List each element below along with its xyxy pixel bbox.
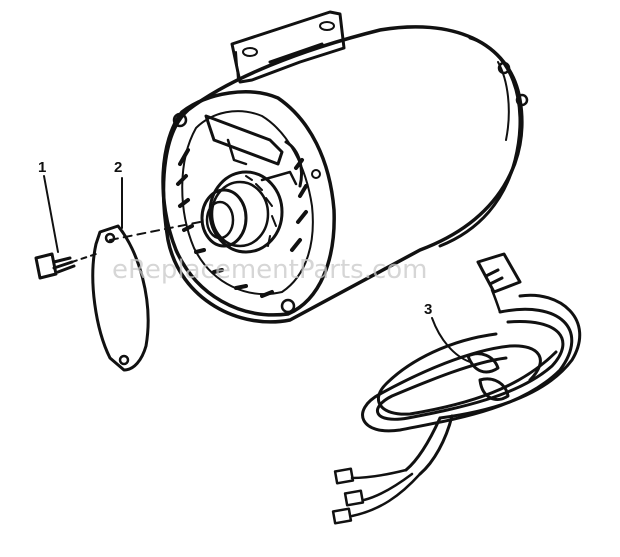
internal-switch xyxy=(204,114,298,186)
assembly-line xyxy=(109,221,201,241)
callout-2: 2 xyxy=(114,159,122,176)
rear-stud-top xyxy=(497,61,511,75)
terminal-1 xyxy=(333,467,355,485)
watermark-text: eReplacementParts.com xyxy=(112,255,428,285)
cord-plug xyxy=(476,252,522,314)
bracket-slot-left xyxy=(242,47,258,57)
cord-coil xyxy=(361,293,582,476)
through-bolt-bottom-right xyxy=(280,298,296,314)
front-end-bell xyxy=(161,90,336,317)
ventilation-slots xyxy=(176,140,308,298)
part-3-power-cord xyxy=(331,252,582,525)
rear-end-cap xyxy=(438,36,522,248)
motor-shaft xyxy=(200,170,284,254)
callout-3: 3 xyxy=(424,301,432,318)
through-bolt-right xyxy=(311,169,321,179)
mounting-bracket xyxy=(230,10,346,84)
bracket-slot-right xyxy=(319,21,335,31)
cord-tie-lower xyxy=(478,377,510,401)
terminal-2 xyxy=(343,489,365,507)
part-2-cover-plate xyxy=(91,221,201,372)
terminal-3 xyxy=(331,507,353,525)
cover-plate-hole-bottom xyxy=(118,354,130,366)
cord-tie-upper xyxy=(466,352,500,374)
cover-plate-hole-top xyxy=(104,232,116,244)
through-bolt-top-left xyxy=(172,112,188,128)
cord-lead-wires xyxy=(331,467,422,525)
callout-1: 1 xyxy=(38,159,46,176)
part-1-screw xyxy=(34,252,97,280)
rear-stud-bottom xyxy=(515,93,529,107)
callout-leaders xyxy=(43,175,471,363)
